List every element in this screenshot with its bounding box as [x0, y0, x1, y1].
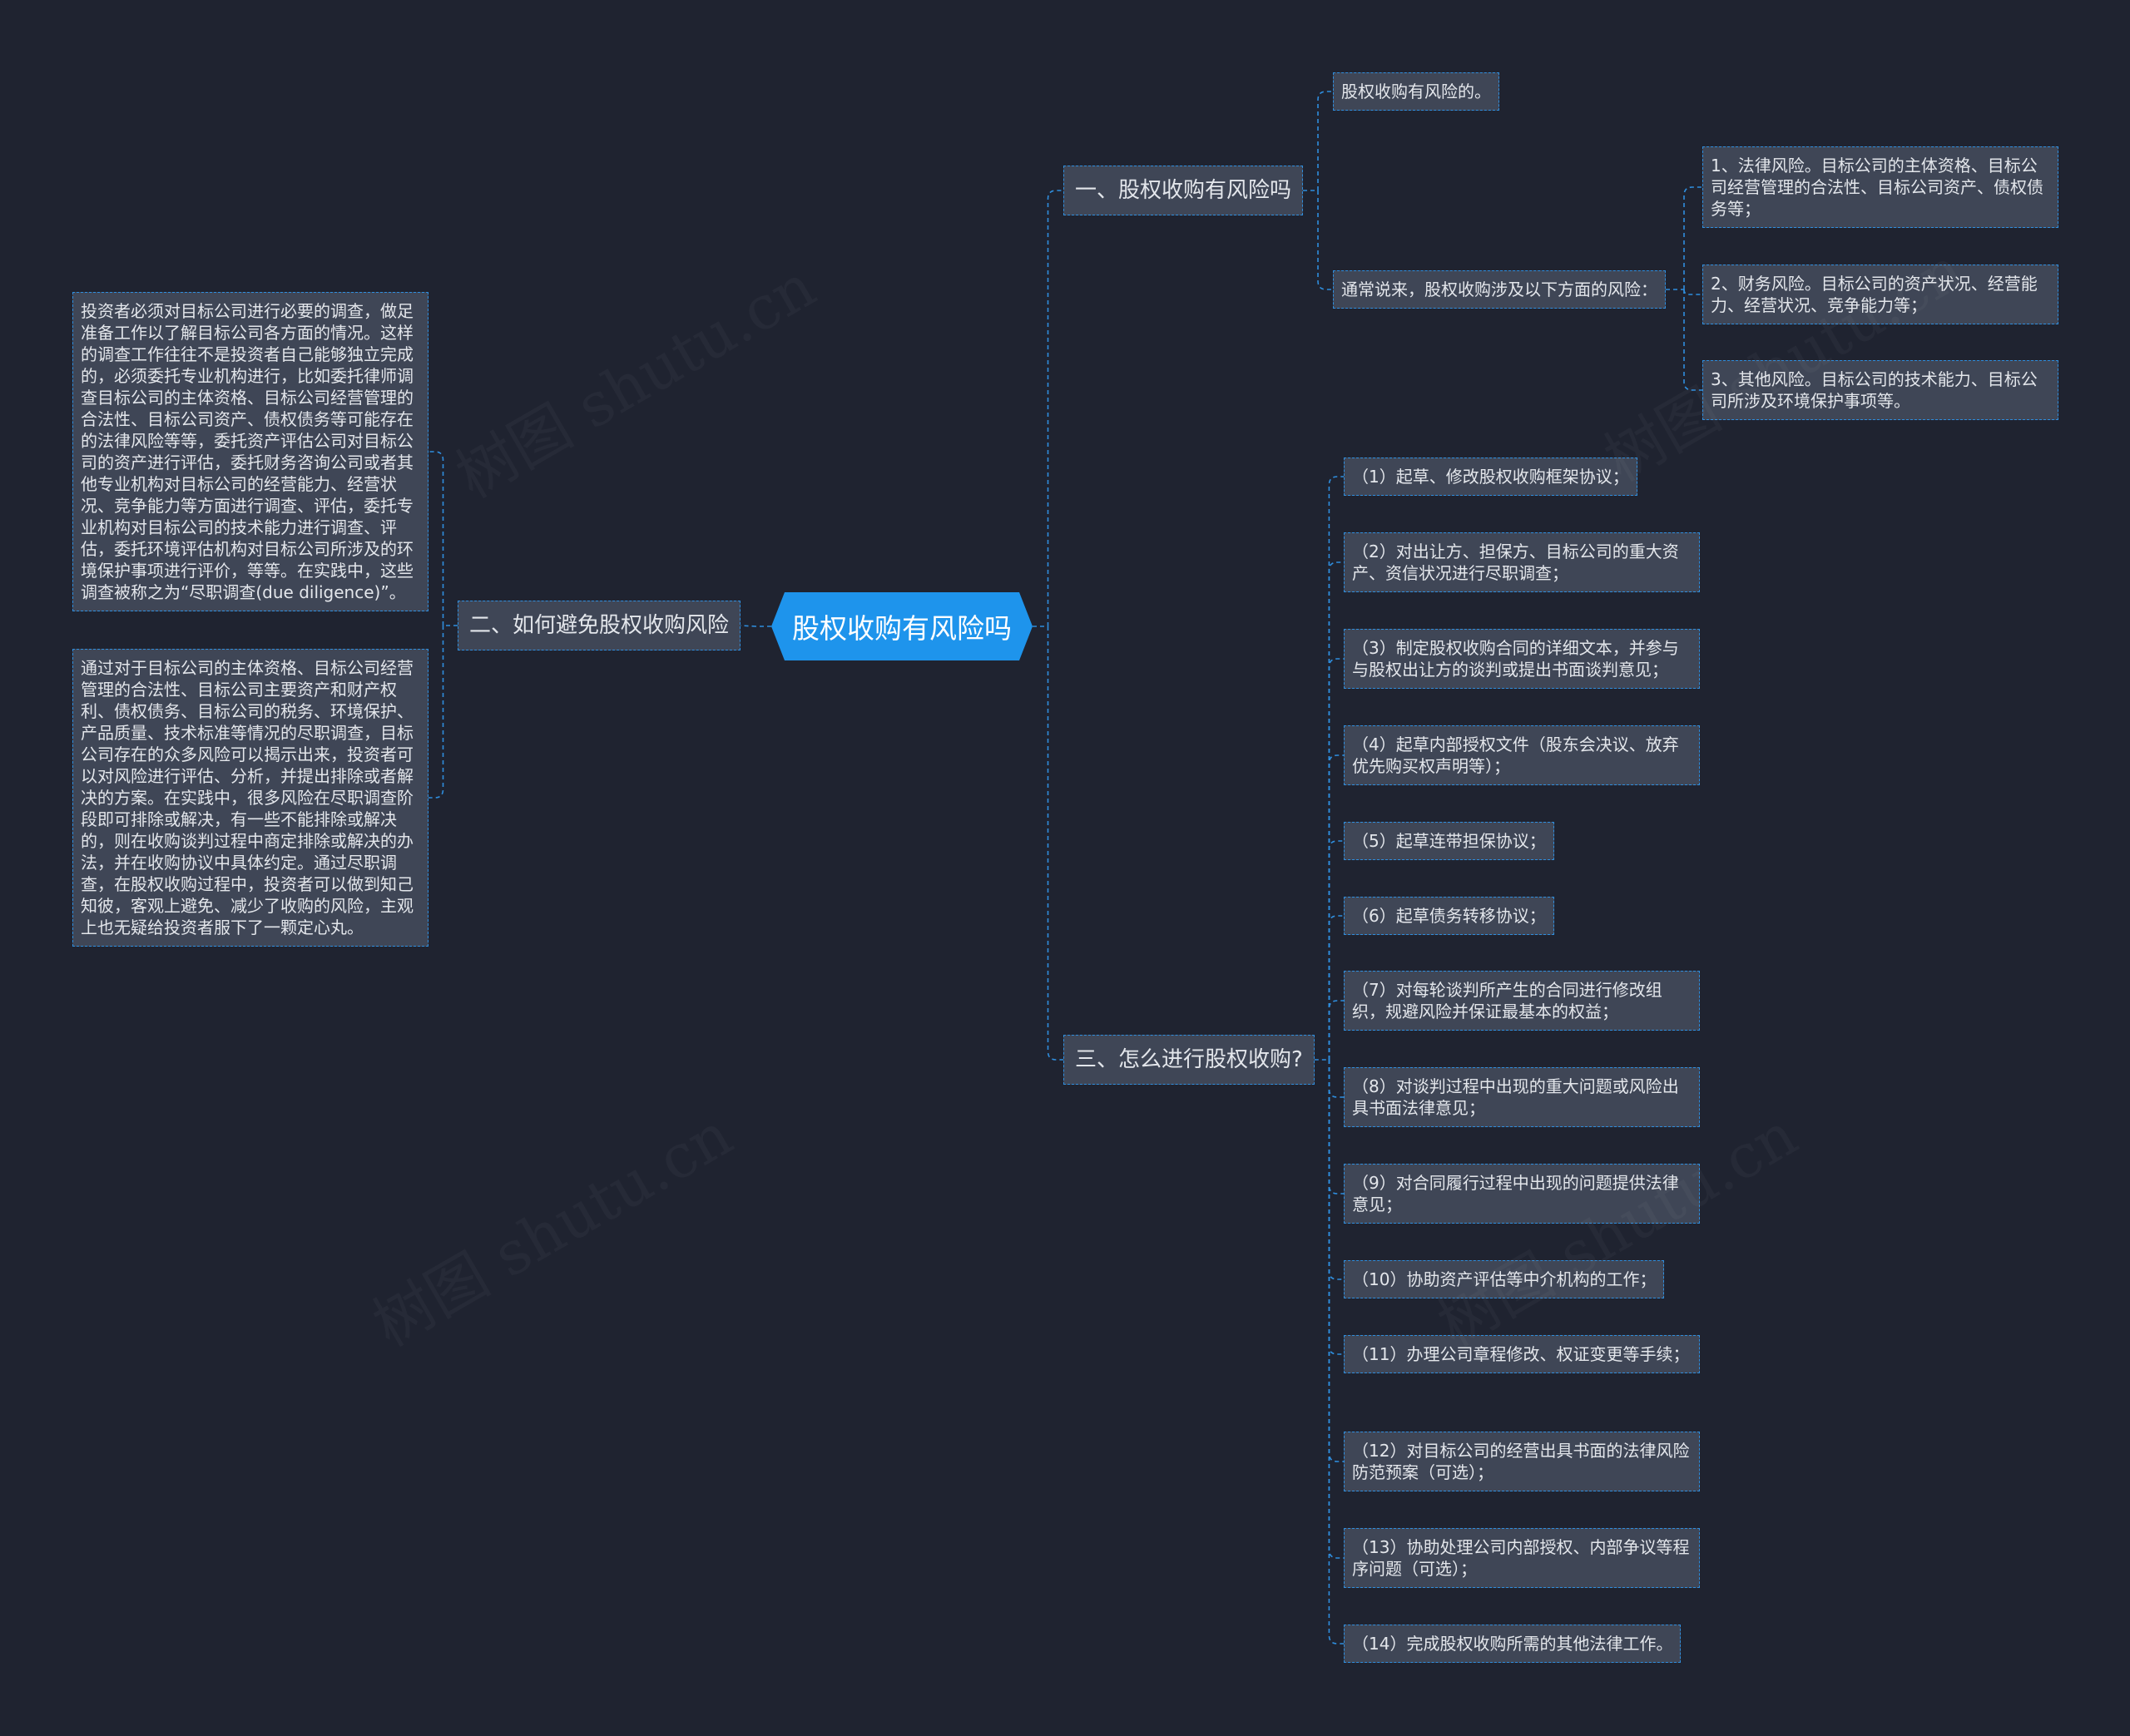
connector-line: [1328, 658, 1344, 1060]
connector-line: [428, 451, 444, 626]
connector-line: [1317, 190, 1333, 290]
leaf-risk-intro: 通常说来，股权收购涉及以下方面的风险：: [1333, 270, 1666, 309]
connector-line: [1047, 190, 1063, 626]
connector-line: [1683, 289, 1702, 391]
connector-line: [1047, 626, 1063, 1061]
connector-line: [1328, 1060, 1344, 1462]
leaf-step: （4）起草内部授权文件（股东会决议、放弃优先购买权声明等）；: [1344, 725, 1700, 785]
central-topic: 股权收购有风险吗: [771, 592, 1033, 660]
leaf-avoid-paragraph: 通过对于目标公司的主体资格、目标公司经营管理的合法性、目标公司主要资产和财产权利…: [72, 649, 428, 947]
leaf-step: （12）对目标公司的经营出具书面的法律风险防范预案（可选）；: [1344, 1432, 1700, 1491]
leaf-step: （11）办理公司章程修改、权证变更等手续；: [1344, 1335, 1700, 1373]
branch-how-to-acquire: 三、怎么进行股权收购?: [1063, 1035, 1315, 1085]
branch-avoid-risk: 二、如何避免股权收购风险: [458, 601, 741, 650]
connector-line: [1317, 91, 1333, 190]
leaf-risk-answer: 股权收购有风险的。: [1333, 72, 1499, 111]
leaf-step: （2）对出让方、担保方、目标公司的重大资产、资信状况进行尽职调查；: [1344, 532, 1700, 592]
leaf-step: （5）起草连带担保协议；: [1344, 822, 1554, 860]
leaf-step: （9）对合同履行过程中出现的问题提供法律意见；: [1344, 1164, 1700, 1224]
leaf-step: （8）对谈判过程中出现的重大问题或风险出具书面法律意见；: [1344, 1067, 1700, 1127]
leaf-step: （6）起草债务转移协议；: [1344, 897, 1554, 935]
leaf-step: （10）协助资产评估等中介机构的工作；: [1344, 1260, 1665, 1298]
connector-line: [428, 626, 444, 799]
leaf-risk-item: 1、法律风险。目标公司的主体资格、目标公司经营管理的合法性、目标公司资产、债权债…: [1702, 146, 2058, 228]
connector-line: [1328, 1060, 1344, 1194]
connector-line: [1328, 561, 1344, 1060]
branch-risk: 一、股权收购有风险吗: [1063, 166, 1304, 215]
connector-line: [1683, 186, 1702, 289]
connector-line: [1328, 1000, 1344, 1060]
leaf-step: （1）起草、修改股权收购框架协议；: [1344, 457, 1637, 496]
connector-line: [1328, 754, 1344, 1060]
leaf-step: （3）制定股权收购合同的详细文本，并参与与股权出让方的谈判或提出书面谈判意见；: [1344, 629, 1700, 689]
connector-line: [1328, 1060, 1344, 1355]
connector-line: [1328, 915, 1344, 1060]
leaf-step: （13）协助处理公司内部授权、内部争议等程序问题（可选）；: [1344, 1528, 1700, 1588]
leaf-avoid-paragraph: 投资者必须对目标公司进行必要的调查，做足准备工作以了解目标公司各方面的情况。这样…: [72, 292, 428, 611]
connector-line: [1328, 1060, 1344, 1098]
connector-line: [1328, 1060, 1344, 1280]
connector-line: [1328, 840, 1344, 1060]
leaf-step: （14）完成股权收购所需的其他法律工作。: [1344, 1625, 1682, 1663]
connector-line: [1328, 1060, 1344, 1559]
leaf-risk-item: 2、财务风险。目标公司的资产状况、经营能力、经营状况、竞争能力等；: [1702, 265, 2058, 324]
leaf-step: （7）对每轮谈判所产生的合同进行修改组织，规避风险并保证最基本的权益；: [1344, 971, 1700, 1031]
leaf-risk-item: 3、其他风险。目标公司的技术能力、目标公司所涉及环境保护事项等。: [1702, 360, 2058, 420]
connector-line: [1683, 289, 1702, 295]
